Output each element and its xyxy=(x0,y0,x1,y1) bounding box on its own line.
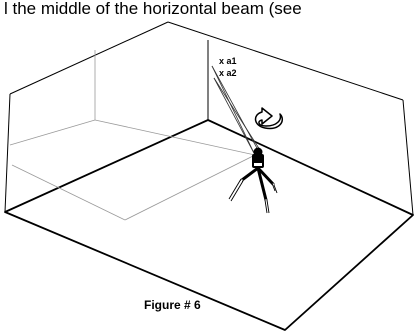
floor-plane xyxy=(4,119,414,331)
figure-label: Figure # 6 xyxy=(144,298,201,312)
tripod-level-icon xyxy=(228,147,278,214)
laser-beams xyxy=(211,65,261,156)
caption-fragment: l the middle of the horizontal beam (see xyxy=(4,0,302,18)
rotation-arrow-icon xyxy=(254,107,284,130)
room-walls xyxy=(4,21,414,216)
projection-lines xyxy=(9,50,256,221)
mark-a2-label: x a2 xyxy=(219,68,237,78)
mark-a1-label: x a1 xyxy=(219,56,237,66)
